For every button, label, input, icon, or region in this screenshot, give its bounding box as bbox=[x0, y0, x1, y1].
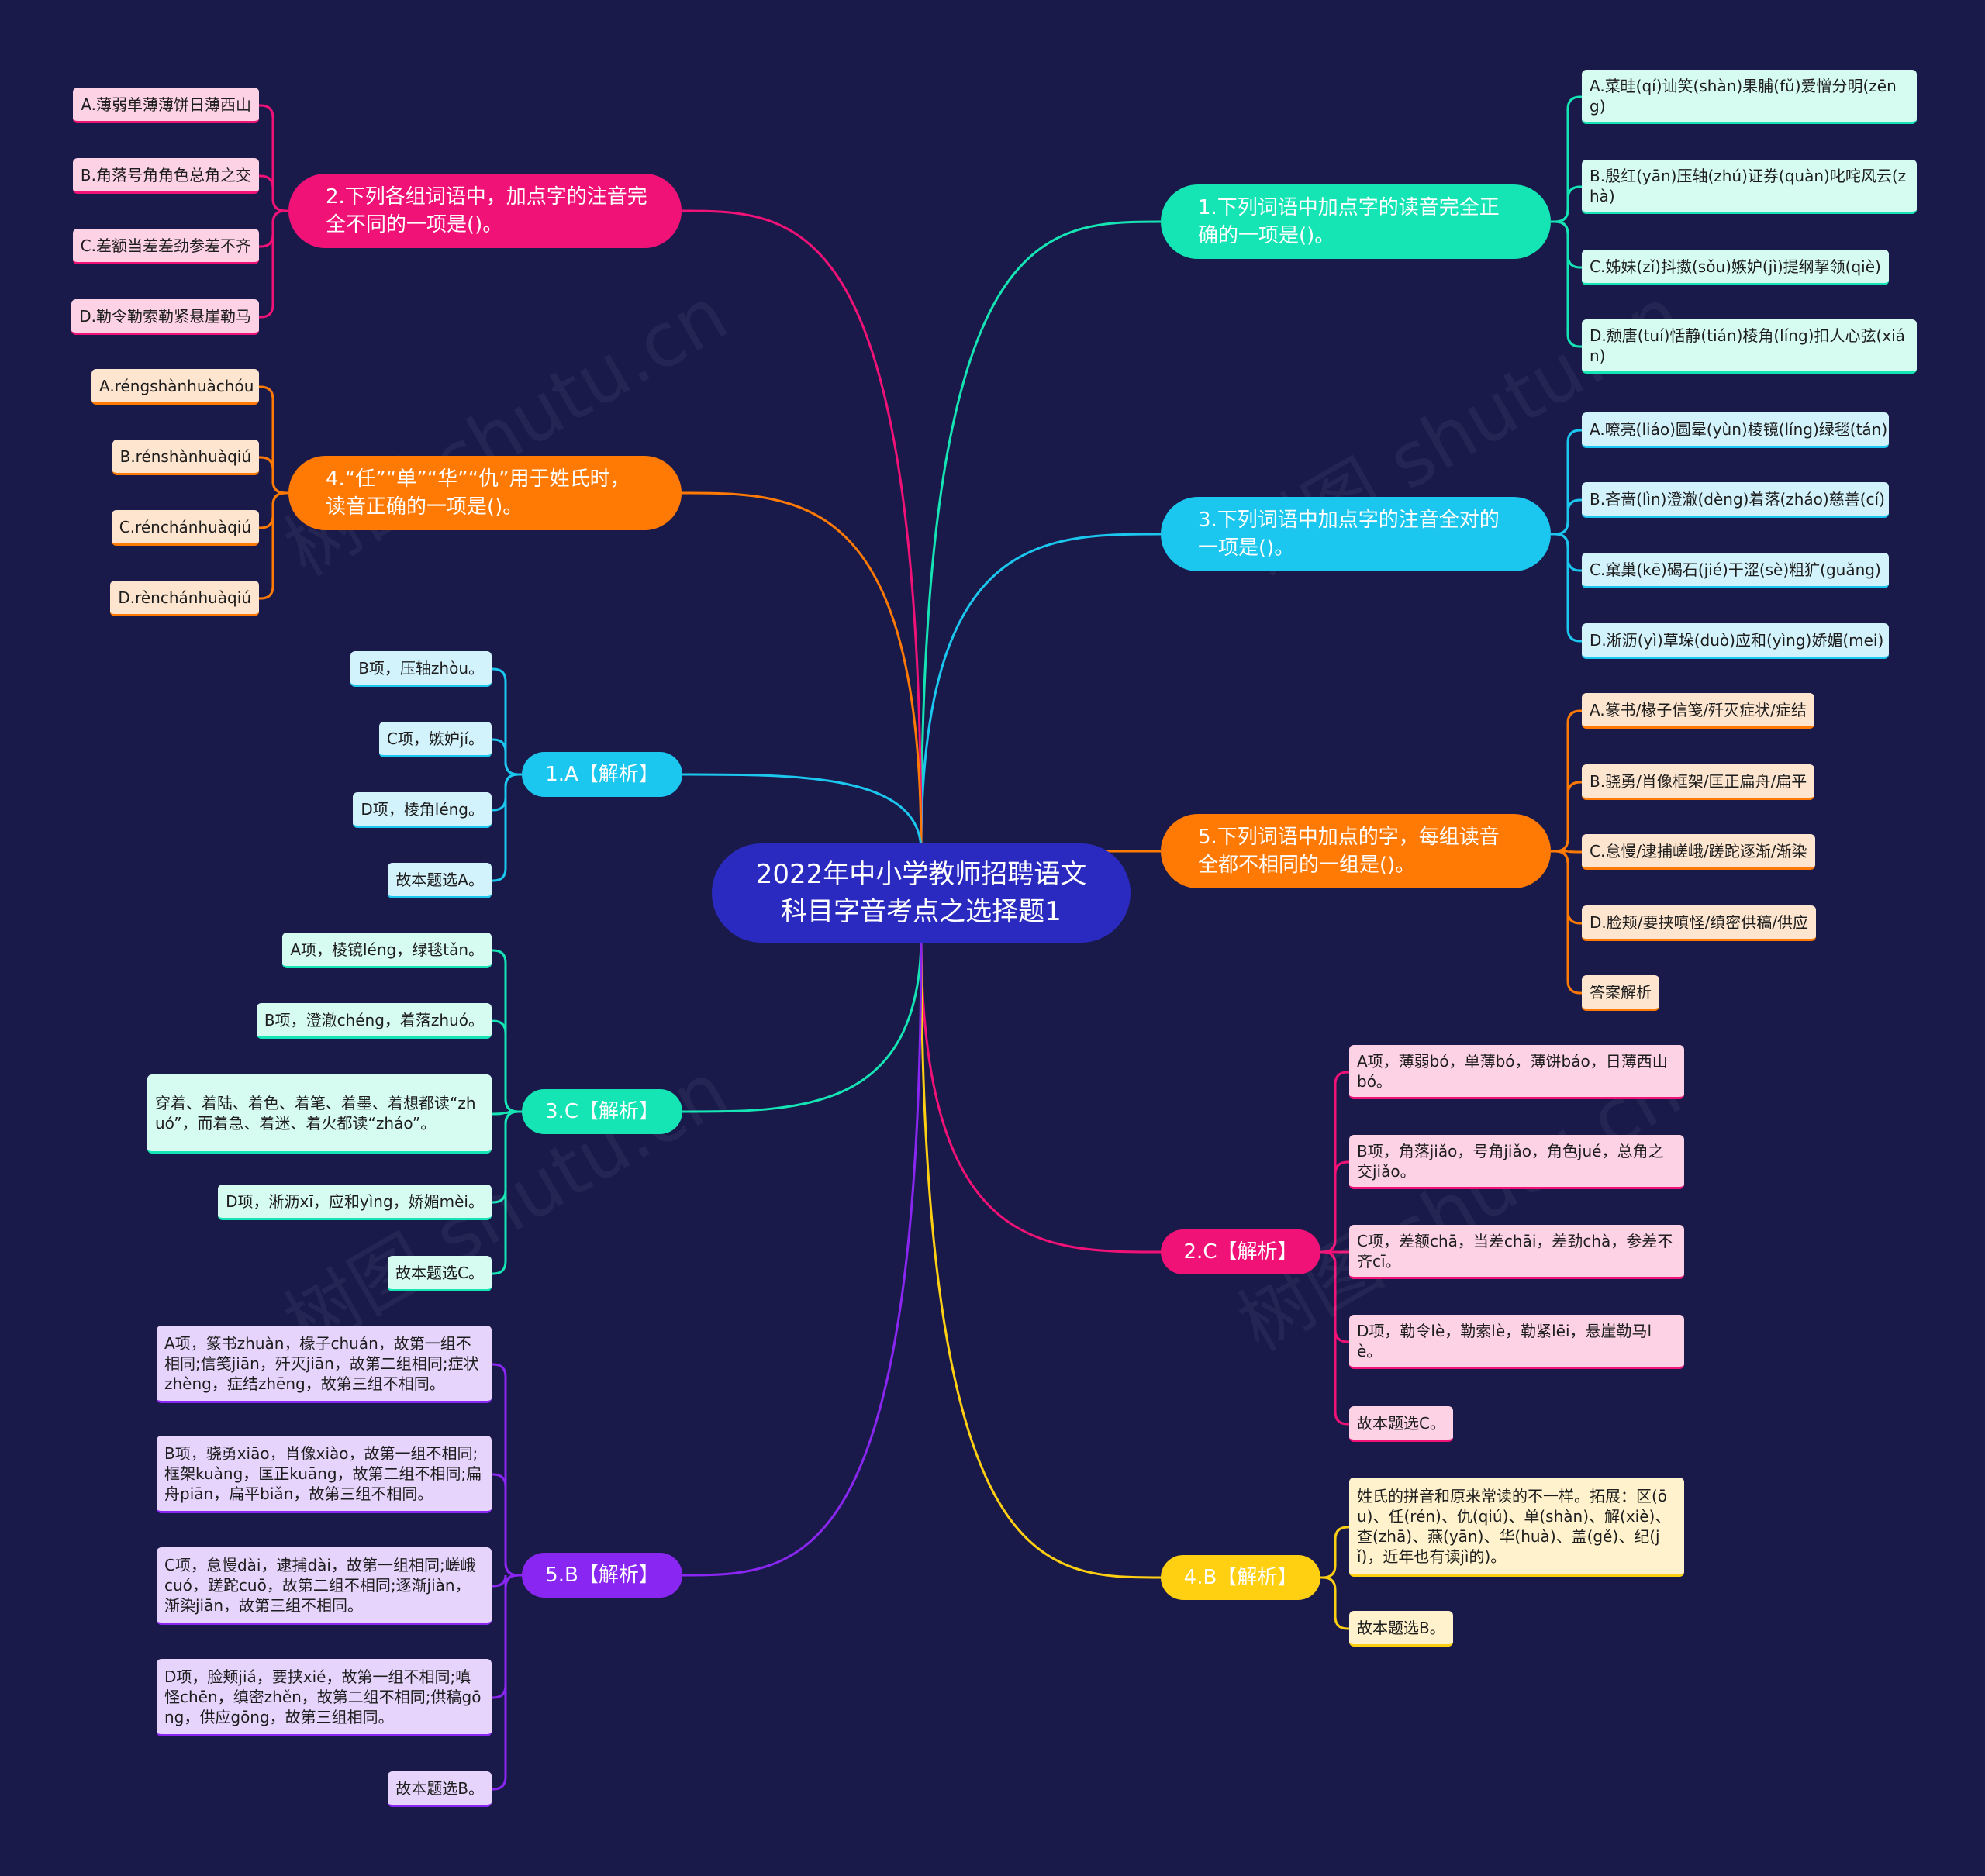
link-a3-2 bbox=[492, 1019, 522, 1113]
link-q1-4 bbox=[1551, 220, 1582, 348]
link-q5-4 bbox=[1551, 850, 1582, 925]
leaf-q2-1[interactable]: A.薄弱单薄薄饼日薄西山 bbox=[73, 88, 259, 123]
leaf-q1-4[interactable]: D.颓唐(tuí)恬静(tián)棱角(líng)扣人心弦(xián) bbox=[1582, 319, 1917, 374]
branch-a2[interactable]: 2.C【解析】 bbox=[1161, 1229, 1320, 1274]
leaf-a2-2[interactable]: B项，角落jiǎo，号角jiǎo，角色jué，总角之交jiǎo。 bbox=[1349, 1135, 1684, 1189]
leaf-q5-3[interactable]: C.怠慢/逮捕嵯峨/蹉跎逐渐/渐染 bbox=[1582, 834, 1815, 870]
leaf-q5-2[interactable]: B.骁勇/肖像框架/匡正扁舟/扁平 bbox=[1582, 764, 1815, 800]
leaf-q4-4[interactable]: D.rènchánhuàqiú bbox=[110, 581, 259, 616]
link-q1-1 bbox=[1551, 95, 1582, 223]
leaf-q5-4[interactable]: D.脸颊/要挟嗔怪/缜密供稿/供应 bbox=[1582, 905, 1816, 941]
leaf-a3-5[interactable]: 故本题选C。 bbox=[388, 1256, 492, 1291]
leaf-a3-4[interactable]: D项，淅沥xī，应和yìng，娇媚mèi。 bbox=[218, 1185, 492, 1220]
link-q5-2 bbox=[1551, 781, 1582, 853]
branch-a3[interactable]: 3.C【解析】 bbox=[522, 1089, 682, 1134]
leaf-q5-1[interactable]: A.篆书/椽子信笺/歼灭症状/症结 bbox=[1582, 693, 1814, 729]
leaf-a2-1[interactable]: A项，薄弱bó，单薄bó，薄饼báo，日薄西山bó。 bbox=[1349, 1045, 1684, 1099]
branch-a4[interactable]: 4.B【解析】 bbox=[1161, 1555, 1320, 1600]
leaf-a5-5[interactable]: 故本题选B。 bbox=[388, 1771, 492, 1807]
leaf-q4-2[interactable]: B.rénshànhuàqiú bbox=[112, 440, 259, 475]
link-root-a5 bbox=[682, 934, 923, 1577]
link-q3-2 bbox=[1551, 498, 1582, 536]
link-a5-5 bbox=[492, 1574, 522, 1791]
link-a2-5 bbox=[1320, 1250, 1349, 1426]
leaf-q2-4[interactable]: D.勒令勒索勒紧悬崖勒马 bbox=[71, 299, 259, 335]
leaf-a2-3[interactable]: C项，差额chā，当差chāi，差劲chà，参差不齐cī。 bbox=[1349, 1225, 1684, 1279]
link-root-a4 bbox=[920, 934, 1162, 1579]
link-a5-2 bbox=[492, 1473, 522, 1577]
link-q2-4 bbox=[259, 209, 288, 319]
leaf-q3-2[interactable]: B.吝啬(lìn)澄澈(dèng)着落(zháo)慈善(cí) bbox=[1582, 482, 1889, 518]
leaf-a5-4[interactable]: D项，脸颊jiá，要挟xié，故第一组不相同;嗔怪chēn，缜密zhěn，故第二… bbox=[157, 1659, 492, 1736]
leaf-q2-3[interactable]: C.差额当差差劲参差不齐 bbox=[72, 229, 259, 264]
leaf-a1-4[interactable]: 故本题选A。 bbox=[388, 863, 492, 898]
branch-q2[interactable]: 2.下列各组词语中，加点字的注音完全不同的一项是()。 bbox=[288, 174, 682, 248]
link-root-a1 bbox=[682, 773, 923, 852]
leaf-q1-1[interactable]: A.菜畦(qí)讪笑(shàn)果脯(fǔ)爱憎分明(zēng) bbox=[1582, 70, 1917, 124]
leaf-q4-3[interactable]: C.rénchánhuàqiú bbox=[111, 510, 259, 546]
leaf-q5-5[interactable]: 答案解析 bbox=[1582, 975, 1659, 1011]
root-node[interactable]: 2022年中小学教师招聘语文科目字音考点之选择题1 bbox=[712, 843, 1131, 943]
leaf-a1-3[interactable]: D项，棱角léng。 bbox=[353, 792, 492, 828]
link-root-q1 bbox=[920, 220, 1162, 852]
link-q5-5 bbox=[1551, 850, 1582, 995]
leaf-q2-2[interactable]: B.角落号角角色总角之交 bbox=[72, 158, 259, 194]
link-q2-2 bbox=[259, 174, 288, 212]
leaf-a4-2[interactable]: 故本题选B。 bbox=[1349, 1611, 1453, 1647]
link-root-q3 bbox=[920, 533, 1162, 852]
branch-q4[interactable]: 4.“任”“单”“华”“仇”用于姓氏时，读音正确的一项是()。 bbox=[288, 456, 682, 530]
link-q4-2 bbox=[259, 456, 288, 495]
link-q1-2 bbox=[1551, 185, 1582, 223]
branch-q5[interactable]: 5.下列词语中加点的字，每组读音全都不相同的一组是()。 bbox=[1161, 814, 1551, 888]
link-root-q2 bbox=[681, 209, 923, 852]
link-a1-2 bbox=[492, 738, 522, 776]
leaf-q4-1[interactable]: A.réngshànhuàchóu bbox=[91, 369, 259, 405]
link-a3-5 bbox=[492, 1110, 522, 1275]
leaf-a5-3[interactable]: C项，怠慢dài，逮捕dài，故第一组相同;嵯峨cuó，蹉跎cuō，故第二组不相… bbox=[157, 1547, 492, 1625]
leaf-a2-5[interactable]: 故本题选C。 bbox=[1349, 1406, 1453, 1442]
link-q3-1 bbox=[1551, 429, 1582, 536]
link-root-q4 bbox=[681, 491, 923, 852]
link-a1-4 bbox=[492, 773, 522, 882]
link-a4-2 bbox=[1320, 1576, 1349, 1630]
leaf-q1-3[interactable]: C.姊妹(zǐ)抖擞(sǒu)嫉妒(jì)提纲挈领(qiè) bbox=[1582, 250, 1889, 285]
leaf-a1-2[interactable]: C项，嫉妒jí。 bbox=[378, 722, 492, 757]
leaf-q3-4[interactable]: D.淅沥(yì)草垛(duò)应和(yìng)娇媚(mei) bbox=[1582, 623, 1889, 659]
branch-a1[interactable]: 1.A【解析】 bbox=[522, 752, 682, 797]
leaf-a2-4[interactable]: D项，勒令lè，勒索lè，勒紧lēi，悬崖勒马lè。 bbox=[1349, 1315, 1684, 1369]
link-root-a3 bbox=[682, 934, 923, 1113]
link-q3-4 bbox=[1551, 533, 1582, 643]
leaf-a3-1[interactable]: A项，棱镜léng，绿毯tǎn。 bbox=[282, 933, 492, 968]
leaf-q3-3[interactable]: C.窠巢(kē)碣石(jié)干涩(sè)粗犷(guǎng) bbox=[1582, 553, 1889, 588]
link-a4-1 bbox=[1320, 1526, 1349, 1579]
leaf-a3-2[interactable]: B项，澄澈chéng，着落zhuó。 bbox=[256, 1003, 492, 1039]
branch-q3[interactable]: 3.下列词语中加点字的注音全对的一项是()。 bbox=[1161, 497, 1551, 571]
branch-a5[interactable]: 5.B【解析】 bbox=[522, 1553, 682, 1598]
link-q5-1 bbox=[1551, 709, 1582, 853]
leaf-q3-1[interactable]: A.嘹亮(liáo)圆晕(yùn)棱镜(líng)绿毯(tán) bbox=[1582, 412, 1889, 448]
leaf-a3-3[interactable]: 穿着、着陆、着色、着笔、着墨、着想都读“zhuó”，而着急、着迷、着火都读“zh… bbox=[147, 1074, 492, 1154]
leaf-a4-1[interactable]: 姓氏的拼音和原来常读的不一样。拓展：区(ōu)、任(rén)、仇(qiú)、单(… bbox=[1349, 1478, 1684, 1577]
leaf-a5-2[interactable]: B项，骁勇xiāo，肖像xiào，故第一组不相同;框架kuàng，匡正kuāng… bbox=[157, 1436, 492, 1513]
link-q4-4 bbox=[259, 491, 288, 600]
leaf-a1-1[interactable]: B项，压轴zhòu。 bbox=[350, 651, 492, 687]
branch-q1[interactable]: 1.下列词语中加点字的读音完全正确的一项是()。 bbox=[1161, 184, 1551, 259]
link-root-a2 bbox=[920, 934, 1162, 1254]
leaf-a5-1[interactable]: A项，篆书zhuàn，椽子chuán，故第一组不相同;信笺jiān，歼灭jiān… bbox=[157, 1326, 492, 1403]
leaf-q1-2[interactable]: B.殷红(yān)压轴(zhú)证券(quàn)叱咤风云(zhà) bbox=[1582, 160, 1917, 214]
